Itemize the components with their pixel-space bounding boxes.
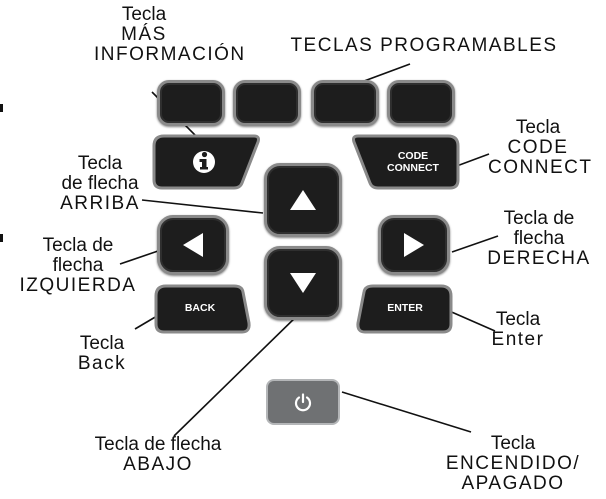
label-code-connect-line3: CONNECT	[488, 157, 593, 178]
label-up-line2: de flecha	[61, 173, 139, 194]
label-right-line2: flecha	[513, 228, 565, 249]
arrow-up-icon	[290, 190, 316, 210]
power-key[interactable]	[266, 379, 340, 425]
leader-power	[341, 391, 472, 433]
softkey-4[interactable]	[387, 80, 455, 126]
label-more-info-line2: MÁS	[121, 24, 167, 45]
label-up-line1: Tecla	[77, 153, 123, 174]
leader-enter	[446, 309, 496, 332]
arrow-down-key[interactable]	[264, 246, 342, 320]
label-down: Tecla de flecha ABAJO	[58, 435, 258, 475]
label-power-line1: Tecla	[490, 433, 536, 454]
label-right-line1: Tecla de	[503, 208, 575, 229]
label-more-info-line3: INFORMACIÓN	[94, 44, 246, 65]
label-enter: Tecla Enter	[478, 310, 558, 350]
label-more-info: Tecla MÁS INFORMACIÓN	[94, 4, 246, 65]
label-code-connect-line1: Tecla	[515, 117, 561, 138]
arrow-up-key[interactable]	[264, 163, 342, 237]
label-code-connect: Tecla CODE CONNECT	[488, 117, 593, 178]
label-right: Tecla de flecha DERECHA	[478, 209, 600, 269]
edge-mark	[0, 234, 3, 242]
label-back-line2: Back	[77, 353, 127, 374]
back-key-label: BACK	[184, 302, 216, 314]
arrow-right-icon	[404, 233, 424, 257]
label-power: Tecla ENCENDIDO/ APAGADO	[438, 434, 588, 494]
leader-up	[141, 199, 264, 214]
enter-key-label: ENTER	[387, 302, 423, 314]
label-code-connect-line2: CODE	[507, 137, 569, 158]
label-left-line3: IZQUIERDA	[19, 275, 137, 296]
arrow-right-key[interactable]	[378, 215, 450, 275]
label-right-line3: DERECHA	[487, 248, 591, 269]
enter-key[interactable]	[355, 283, 455, 335]
label-power-line3: APAGADO	[461, 473, 565, 494]
label-left-line2: flecha	[52, 255, 104, 276]
arrow-down-icon	[290, 273, 316, 293]
info-icon	[193, 151, 215, 173]
more-info-key[interactable]	[150, 133, 262, 191]
softkey-2[interactable]	[233, 80, 301, 126]
label-enter-line1: Tecla	[495, 309, 541, 330]
back-key[interactable]	[152, 283, 252, 335]
leader-left	[119, 250, 159, 265]
label-back: Tecla Back	[62, 334, 142, 374]
label-more-info-line1: Tecla	[121, 4, 167, 25]
code-connect-key-label: CODE CONNECT	[387, 150, 439, 174]
leader-down	[173, 312, 301, 437]
label-down-line2: ABAJO	[123, 454, 193, 475]
edge-mark	[0, 104, 3, 112]
label-enter-line2: Enter	[491, 329, 545, 350]
label-left: Tecla de flecha IZQUIERDA	[8, 236, 148, 296]
softkey-3[interactable]	[311, 80, 379, 126]
label-left-line1: Tecla de	[42, 235, 114, 256]
power-icon	[294, 393, 312, 412]
leader-right	[451, 235, 499, 253]
label-up-line3: ARRIBA	[60, 193, 140, 214]
label-back-line1: Tecla	[79, 333, 125, 354]
label-power-line2: ENCENDIDO/	[445, 453, 581, 474]
arrow-left-key[interactable]	[157, 215, 229, 275]
arrow-left-icon	[183, 233, 203, 257]
label-up: Tecla de flecha ARRIBA	[30, 154, 170, 214]
label-softkeys: TECLAS PROGRAMABLES	[290, 35, 558, 56]
leader-back	[134, 315, 158, 330]
softkey-1[interactable]	[157, 80, 225, 126]
code-connect-key[interactable]	[350, 133, 462, 191]
label-down-line1: Tecla de flecha	[94, 434, 222, 455]
